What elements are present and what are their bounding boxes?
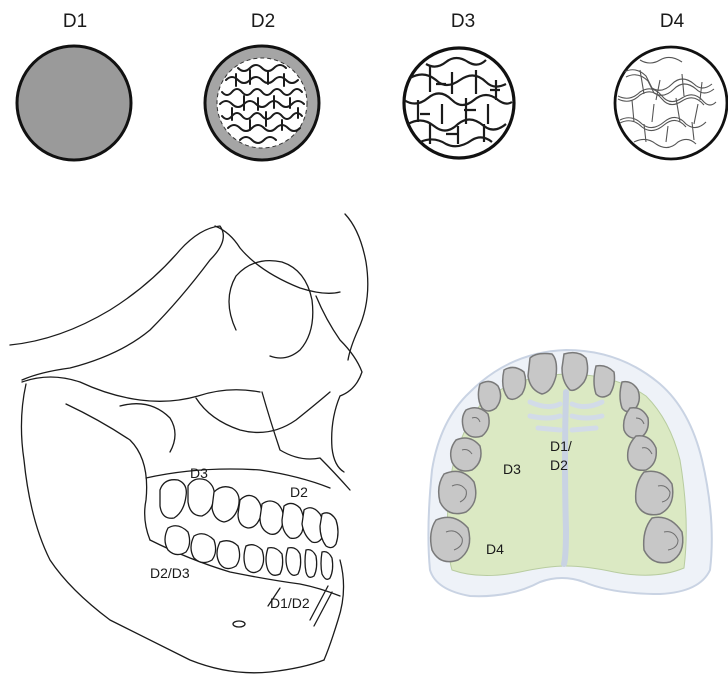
density-class-d2: D2 <box>205 11 319 160</box>
density-class-d4: D4 <box>615 11 727 159</box>
premolar <box>451 438 481 471</box>
premolar <box>624 408 649 439</box>
canine <box>478 381 500 411</box>
d3-label: D3 <box>451 11 475 32</box>
premolar <box>462 408 489 437</box>
zygoma <box>196 392 330 432</box>
skull-lateral-view: D3 D2 D2/D3 D1/D2 <box>10 214 368 673</box>
coronoid <box>120 404 175 452</box>
lateral-incisor <box>594 366 615 397</box>
d4-label: D4 <box>660 11 685 32</box>
nasal-bone <box>345 214 368 360</box>
molar <box>439 471 476 513</box>
molar <box>431 517 470 561</box>
d1-circle <box>17 46 131 160</box>
density-class-d3: D3 <box>404 11 514 158</box>
skull-d3-label: D3 <box>190 465 208 481</box>
d2-label: D2 <box>251 11 275 32</box>
density-class-d1: D1 <box>17 11 131 160</box>
palate-d1-label: D1/ <box>550 438 572 454</box>
palate-occlusal-view: D1/ D2 D3 D4 <box>428 350 711 596</box>
molar <box>636 471 673 515</box>
skull-d2-label: D2 <box>290 484 308 500</box>
mental-foramen <box>233 621 245 627</box>
palate-d2-label: D2 <box>550 457 568 473</box>
nasal-cavity <box>316 296 362 472</box>
skull-d2-d3-label: D2/D3 <box>150 565 190 581</box>
forehead-line <box>215 226 340 293</box>
skull-d1-d2-label: D1/D2 <box>270 595 310 611</box>
cranium-outline <box>10 226 223 380</box>
orbit <box>229 261 313 358</box>
lateral-incisor <box>503 367 526 399</box>
palate-d4-label: D4 <box>486 541 504 557</box>
ramus-posterior <box>66 404 150 540</box>
zygomatic-arch <box>22 377 260 401</box>
palate-d3-label: D3 <box>503 461 521 477</box>
d1-label: D1 <box>63 11 87 32</box>
midline-suture <box>564 392 566 564</box>
